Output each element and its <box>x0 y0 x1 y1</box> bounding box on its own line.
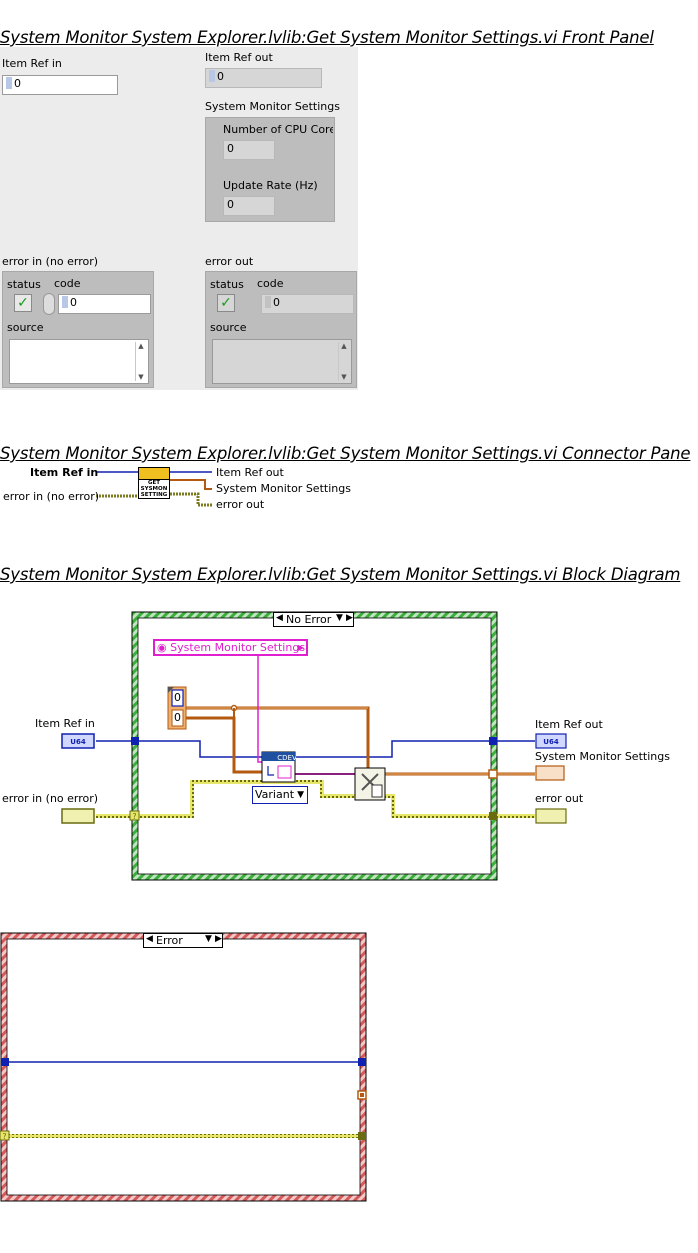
item-ref-in-value: 0 <box>14 77 21 90</box>
cp-item-ref-in-label: Item Ref in <box>30 466 99 479</box>
radix-indicator <box>265 296 271 308</box>
icon-line-2: SYSMON <box>140 486 168 492</box>
settings-constant-label: System Monitor Settings <box>170 641 306 654</box>
status-indicator: ✓ <box>217 294 235 312</box>
code-stepper[interactable] <box>43 293 55 315</box>
error-case-diagram: ? <box>0 932 367 1202</box>
chevron-right-icon: ▶ <box>297 643 304 652</box>
item-ref-out-indicator: 0 <box>205 68 322 88</box>
variant-label: Variant <box>255 788 295 801</box>
bd-item-ref-out-label: Item Ref out <box>535 718 603 731</box>
error-in-source-field[interactable]: ▲ ▼ <box>9 339 149 384</box>
code-label: code <box>54 277 81 290</box>
source-scrollbar[interactable]: ▲ ▼ <box>135 342 146 381</box>
update-rate-label: Update Rate (Hz) <box>223 179 318 192</box>
item-ref-out-label: Item Ref out <box>205 51 273 64</box>
numeric-constant-2[interactable]: 0 <box>174 711 181 724</box>
radix-indicator <box>62 296 68 308</box>
increment-arrow-icon[interactable]: ▶ <box>346 613 353 623</box>
dropdown-arrow-icon[interactable]: ▼ <box>336 613 343 623</box>
increment-arrow-icon[interactable]: ▶ <box>215 934 222 944</box>
bd-error-out-label: error out <box>535 792 584 805</box>
status-label: status <box>210 278 244 291</box>
error-in-cluster: status code ✓ 0 source ▲ ▼ <box>2 271 154 388</box>
item-ref-out-value: 0 <box>217 70 224 83</box>
settings-label: System Monitor Settings <box>205 100 340 113</box>
bd-settings-label: System Monitor Settings <box>535 750 670 763</box>
cp-error-in-label: error in (no error) <box>3 490 100 503</box>
vi-icon: GET SYSMON SETTING <box>138 467 170 499</box>
settings-cluster: Number of CPU Core 0 Update Rate (Hz) 0 <box>205 117 335 222</box>
cpu-cores-indicator: 0 <box>223 140 275 160</box>
source-label: source <box>210 321 247 334</box>
radix-indicator <box>209 70 215 82</box>
source-label: source <box>7 321 44 334</box>
connector-pane-wires <box>96 471 212 507</box>
u64-tag-in: U64 <box>70 738 86 746</box>
u64-tag-out: U64 <box>543 738 559 746</box>
block-diagram-title: System Monitor System Explorer.lvlib:Get… <box>0 565 681 584</box>
icon-line-1: GET <box>147 480 161 486</box>
error-out-code-value: 0 <box>273 296 280 309</box>
case-label: No Error <box>286 613 332 626</box>
status-label: status <box>7 278 41 291</box>
front-panel-title: System Monitor System Explorer.lvlib:Get… <box>0 28 654 47</box>
scroll-up-icon[interactable]: ▲ <box>341 342 347 350</box>
case-selector-no-error[interactable]: ◀ No Error ▼ ▶ <box>273 612 354 627</box>
cpu-cores-value: 0 <box>227 142 234 155</box>
error-in-code-control[interactable]: 0 <box>58 294 151 314</box>
cp-item-ref-out-label: Item Ref out <box>216 466 284 479</box>
variant-type-selector[interactable]: Variant ▼ <box>252 786 308 804</box>
decrement-arrow-icon[interactable]: ◀ <box>146 934 153 944</box>
update-rate-value: 0 <box>227 198 234 211</box>
code-label: code <box>257 277 284 290</box>
scroll-down-icon[interactable]: ▼ <box>138 373 144 381</box>
source-scrollbar[interactable]: ▲ ▼ <box>338 342 349 381</box>
bd-error-in-label: error in (no error) <box>2 792 99 805</box>
settings-constant[interactable]: ◉ System Monitor Settings ▶ <box>153 639 308 656</box>
error-out-source-field: ▲ ▼ <box>212 339 352 384</box>
error-out-label: error out <box>205 255 254 268</box>
chevron-down-icon: ▼ <box>297 790 304 800</box>
item-ref-in-label: Item Ref in <box>2 57 62 70</box>
case-label: Error <box>156 934 183 947</box>
globe-icon: ◉ <box>157 641 167 654</box>
icon-line-3: SETTING <box>140 492 168 498</box>
error-out-cluster: status code ✓ 0 source ▲ ▼ <box>205 271 357 388</box>
case-selector-error[interactable]: ◀ Error ▼ ▶ <box>143 933 223 948</box>
cpu-cores-label: Number of CPU Core <box>223 123 333 136</box>
error-in-code-value: 0 <box>70 296 77 309</box>
scroll-down-icon[interactable]: ▼ <box>341 373 347 381</box>
radix-indicator <box>6 77 12 89</box>
numeric-constant-1[interactable]: 0 <box>174 691 181 704</box>
status-checkbox[interactable]: ✓ <box>14 294 32 312</box>
no-error-diagram: ? CDEV U64 U64 <box>61 611 567 881</box>
cdev-node-text: CDEV <box>277 754 297 762</box>
dropdown-arrow-icon[interactable]: ▼ <box>205 934 212 944</box>
svg-text:?: ? <box>2 1132 6 1141</box>
error-in-label: error in (no error) <box>2 255 99 268</box>
scroll-up-icon[interactable]: ▲ <box>138 342 144 350</box>
cp-error-out-label: error out <box>216 498 265 511</box>
connector-pane-title: System Monitor System Explorer.lvlib:Get… <box>0 444 691 463</box>
update-rate-indicator: 0 <box>223 196 275 216</box>
cp-settings-label: System Monitor Settings <box>216 482 351 495</box>
decrement-arrow-icon[interactable]: ◀ <box>276 613 283 623</box>
svg-text:?: ? <box>132 812 136 821</box>
item-ref-in-control[interactable]: 0 <box>2 75 118 95</box>
error-out-code-indicator: 0 <box>261 294 354 314</box>
bd-item-ref-in-label: Item Ref in <box>35 717 95 730</box>
